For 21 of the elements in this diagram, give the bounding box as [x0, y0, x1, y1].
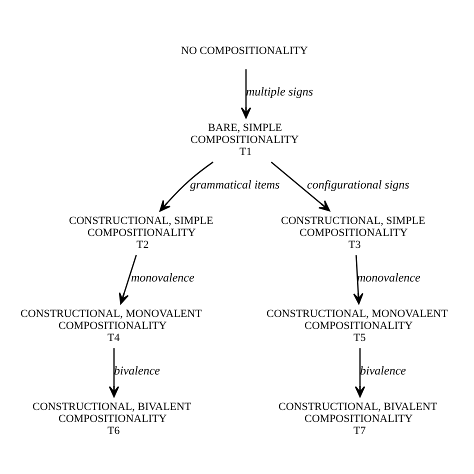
edge-label: configurational signs — [307, 178, 410, 192]
arrow — [108, 348, 120, 398]
node-text: CONSTRUCTIONAL, BIVALENT COMPOSITIONALITY T6 — [32, 400, 192, 437]
node-text: BARE, SIMPLE COMPOSITIONALITY T1 — [190, 122, 299, 158]
arrow — [354, 348, 366, 398]
edge-label: bivalence — [114, 364, 160, 378]
arrow — [118, 254, 137, 304]
arrow — [240, 69, 252, 118]
arrow — [159, 162, 214, 212]
edge-label: monovalence — [131, 270, 194, 285]
node-text: CONSTRUCTIONAL, BIVALENT COMPOSITIONALITY T7 — [278, 400, 438, 437]
node-text: NO COMPOSITIONALITY — [181, 44, 308, 57]
node-text: CONSTRUCTIONAL, MONOVALENT COMPOSITIONALITY T5 — [266, 308, 448, 344]
node-text: CONSTRUCTIONAL, SIMPLE COMPOSITIONALITY T2 — [69, 214, 214, 251]
edge-label: bivalence — [360, 364, 406, 378]
arrow — [270, 162, 330, 212]
edge-label: grammatical items — [190, 178, 280, 192]
arrow — [353, 255, 364, 304]
edge-label: multiple signs — [246, 84, 314, 99]
node-text: CONSTRUCTIONAL, MONOVALENT COMPOSITIONALITY T4 — [20, 308, 202, 344]
node-text: CONSTRUCTIONAL, SIMPLE COMPOSITIONALITY T3 — [281, 214, 426, 251]
